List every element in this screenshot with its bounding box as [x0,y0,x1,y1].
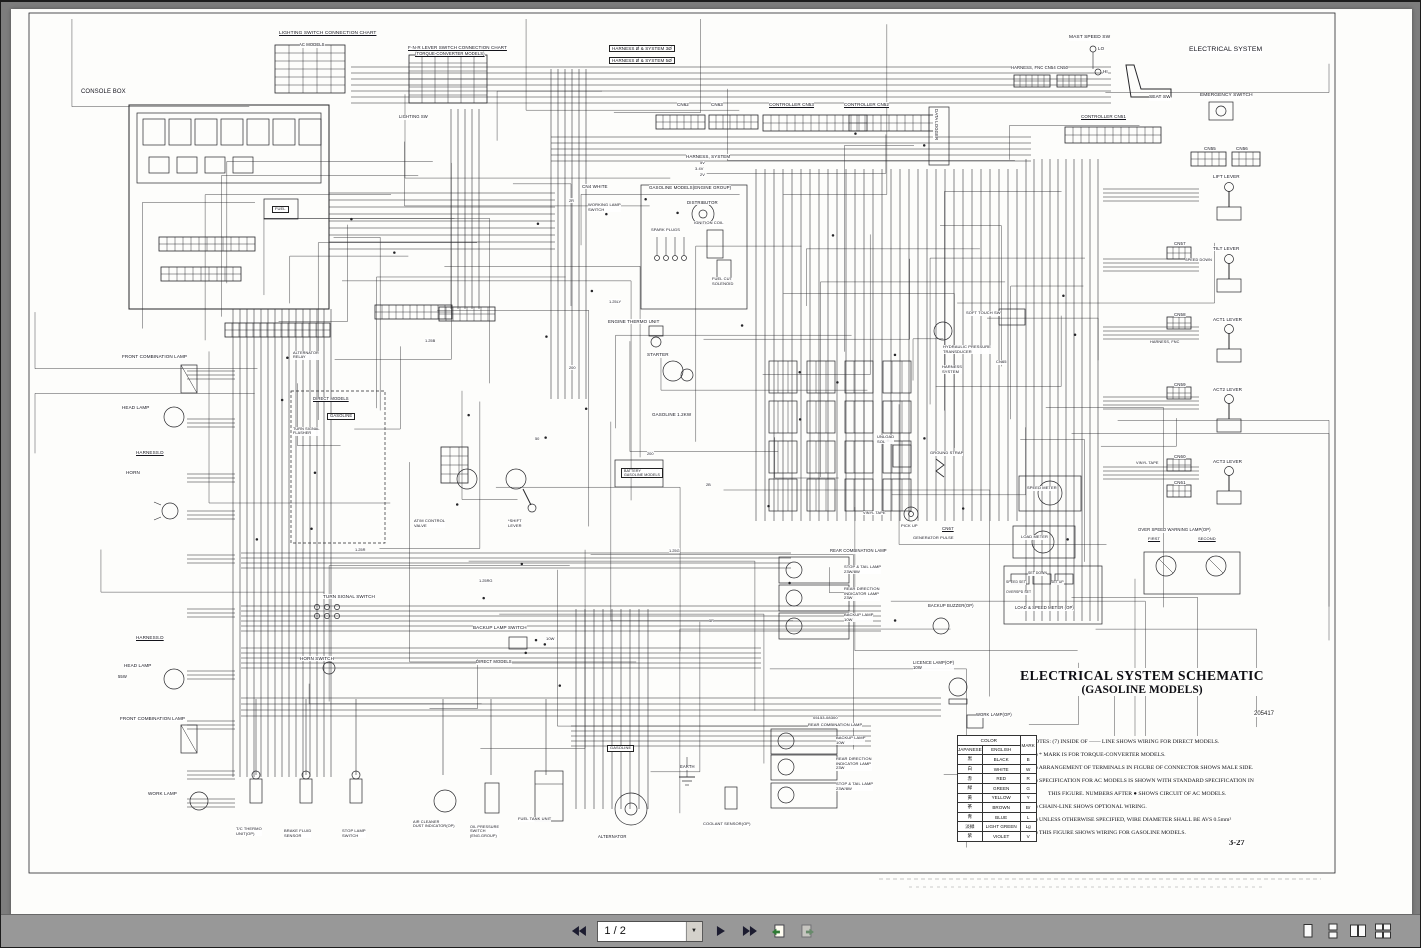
note-line: (4) SPECIFICATION FOR AC MODELS IS SHOWN… [1031,778,1254,784]
viewer-toolbar: 1 / 2 ▼ [1,914,1420,947]
continuous-facing-view-button[interactable] [1372,920,1394,942]
sheet-number: 3-27 [1229,837,1245,847]
last-page-button[interactable] [738,920,760,942]
last-page-icon [742,926,757,936]
first-page-button[interactable] [567,920,589,942]
previous-view-icon [771,924,785,937]
page-number-value: 1 / 2 [604,925,626,937]
note-line: NOTES: (7) INSIDE OF ―― LINE SHOWS WIRIN… [1031,739,1220,745]
note-line: (2) UNLESS OTHERWISE SPECIFIED, WIRE DIA… [1031,817,1232,823]
page-number-select[interactable]: 1 / 2 ▼ [596,920,703,942]
note-line: (1) THIS FIGURE SHOWS WIRING FOR GASOLIN… [1031,830,1186,836]
title-block: ELECTRICAL SYSTEM SCHEMATIC (GASOLINE MO… [1006,668,1278,696]
single-page-view-button[interactable] [1297,920,1319,942]
figure-number: 205417 [1254,711,1275,717]
next-view-button[interactable] [796,920,818,942]
schematic-title: ELECTRICAL SYSTEM SCHEMATIC [1020,668,1264,683]
next-page-button[interactable] [709,920,731,942]
note-line: (6) * MARK IS FOR TORQUE-CONVERTER MODEL… [1031,752,1166,758]
page-navigation-group: 1 / 2 ▼ [567,915,818,947]
note-line: THIS FIGURE. NUMBERS AFTER ● SHOWS CIRCU… [1048,791,1227,797]
continuous-view-button[interactable] [1322,920,1344,942]
color-table-mark-header: MARK [1019,734,1037,756]
note-line: (5) ARRANGEMENT OF TERMINALS IN FIGURE O… [1031,765,1254,771]
single-page-view-icon [1303,924,1313,938]
dropdown-caret-icon: ▼ [685,921,702,941]
note-line: (3) CHAIN-LINE SHOWS OPTIONAL WIRING. [1031,804,1147,810]
facing-view-icon [1350,924,1366,937]
continuous-view-icon [1328,923,1338,939]
color-table-header: COLOR [957,735,1021,746]
schematic-subtitle: (GASOLINE MODELS) [1081,684,1203,696]
next-view-icon [801,924,814,937]
page-layout-group [1297,915,1394,947]
facing-view-button[interactable] [1347,920,1369,942]
previous-view-button[interactable] [767,920,789,942]
next-page-icon [716,926,725,936]
first-page-icon [571,926,586,936]
schematic-linework [28,12,1336,888]
notes-block: NOTES: (7) INSIDE OF ―― LINE SHOWS WIRIN… [1031,736,1299,840]
continuous-facing-view-icon [1375,923,1391,939]
